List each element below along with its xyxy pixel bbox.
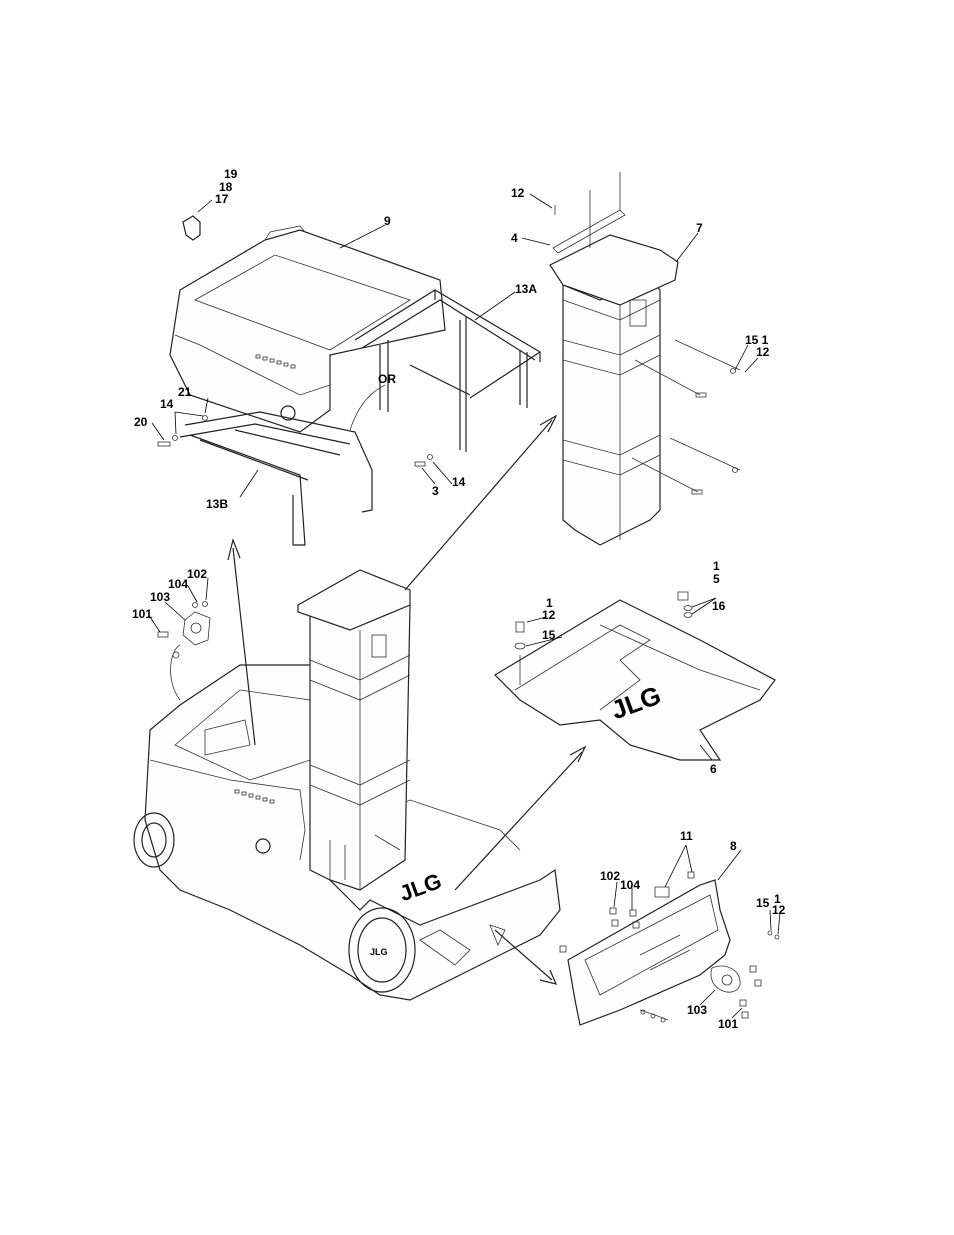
leader-lines bbox=[149, 193, 781, 1019]
label-6: 6 bbox=[710, 762, 717, 776]
fasteners-bumper bbox=[559, 871, 780, 1023]
top-cover-part-9 bbox=[169, 225, 446, 433]
label-9: 9 bbox=[384, 214, 391, 228]
or-leaders bbox=[170, 384, 386, 701]
label-20: 20 bbox=[134, 415, 148, 429]
label-13a: 13A bbox=[515, 282, 537, 296]
label-13b: 13B bbox=[206, 497, 228, 511]
label-17: 17 bbox=[215, 192, 229, 206]
label-1c: 1 bbox=[774, 892, 781, 906]
fasteners-mast bbox=[631, 339, 741, 495]
label-8: 8 bbox=[730, 839, 737, 853]
brand-logo-body: JLG bbox=[396, 868, 445, 906]
label-12b: 12 bbox=[756, 345, 770, 359]
label-4: 4 bbox=[511, 231, 518, 245]
label-102b: 102 bbox=[600, 869, 620, 883]
knob-part-17 bbox=[182, 215, 201, 241]
label-104b: 104 bbox=[620, 878, 640, 892]
label-1a: 1 bbox=[713, 559, 720, 573]
label-15-1: 15 1 bbox=[745, 333, 769, 347]
label-5: 5 bbox=[713, 572, 720, 586]
fasteners-deck bbox=[514, 591, 693, 685]
label-16: 16 bbox=[712, 599, 726, 613]
machine-mast bbox=[297, 569, 411, 891]
callout-labels: 19 18 17 9 13A OR 21 14 20 3 14 13B 12 4… bbox=[132, 167, 786, 1031]
label-7: 7 bbox=[696, 221, 703, 235]
frame-part-13b bbox=[179, 411, 373, 546]
label-15c: 15 bbox=[756, 896, 770, 910]
mast-cover-part-7 bbox=[549, 172, 679, 546]
frame-part-13a bbox=[354, 289, 542, 452]
label-12c: 12 bbox=[542, 608, 556, 622]
label-104a: 104 bbox=[168, 577, 188, 591]
label-21: 21 bbox=[178, 385, 192, 399]
label-103b: 103 bbox=[687, 1003, 707, 1017]
label-11: 11 bbox=[680, 829, 693, 843]
label-14b: 14 bbox=[452, 475, 466, 489]
label-12a: 12 bbox=[511, 186, 525, 200]
label-102a: 102 bbox=[187, 567, 207, 581]
label-101a: 101 bbox=[132, 607, 152, 621]
label-or: OR bbox=[378, 372, 396, 386]
hook-part-103a bbox=[157, 601, 211, 659]
hook-part-103b bbox=[710, 965, 741, 993]
arrows bbox=[227, 414, 587, 985]
label-3: 3 bbox=[432, 484, 439, 498]
label-15b: 15 bbox=[542, 628, 556, 642]
bumper-part-8 bbox=[567, 879, 731, 1026]
label-101b: 101 bbox=[718, 1017, 738, 1031]
label-103a: 103 bbox=[150, 590, 170, 604]
fasteners-top-left bbox=[157, 415, 433, 467]
deck-plate-part-6: JLG bbox=[494, 599, 776, 761]
label-1b: 1 bbox=[546, 596, 553, 610]
label-19: 19 bbox=[224, 167, 238, 181]
label-14a: 14 bbox=[160, 397, 174, 411]
label-12d: 12 bbox=[772, 903, 786, 917]
brand-logo-wheel: JLG bbox=[370, 947, 388, 957]
label-18: 18 bbox=[219, 180, 233, 194]
